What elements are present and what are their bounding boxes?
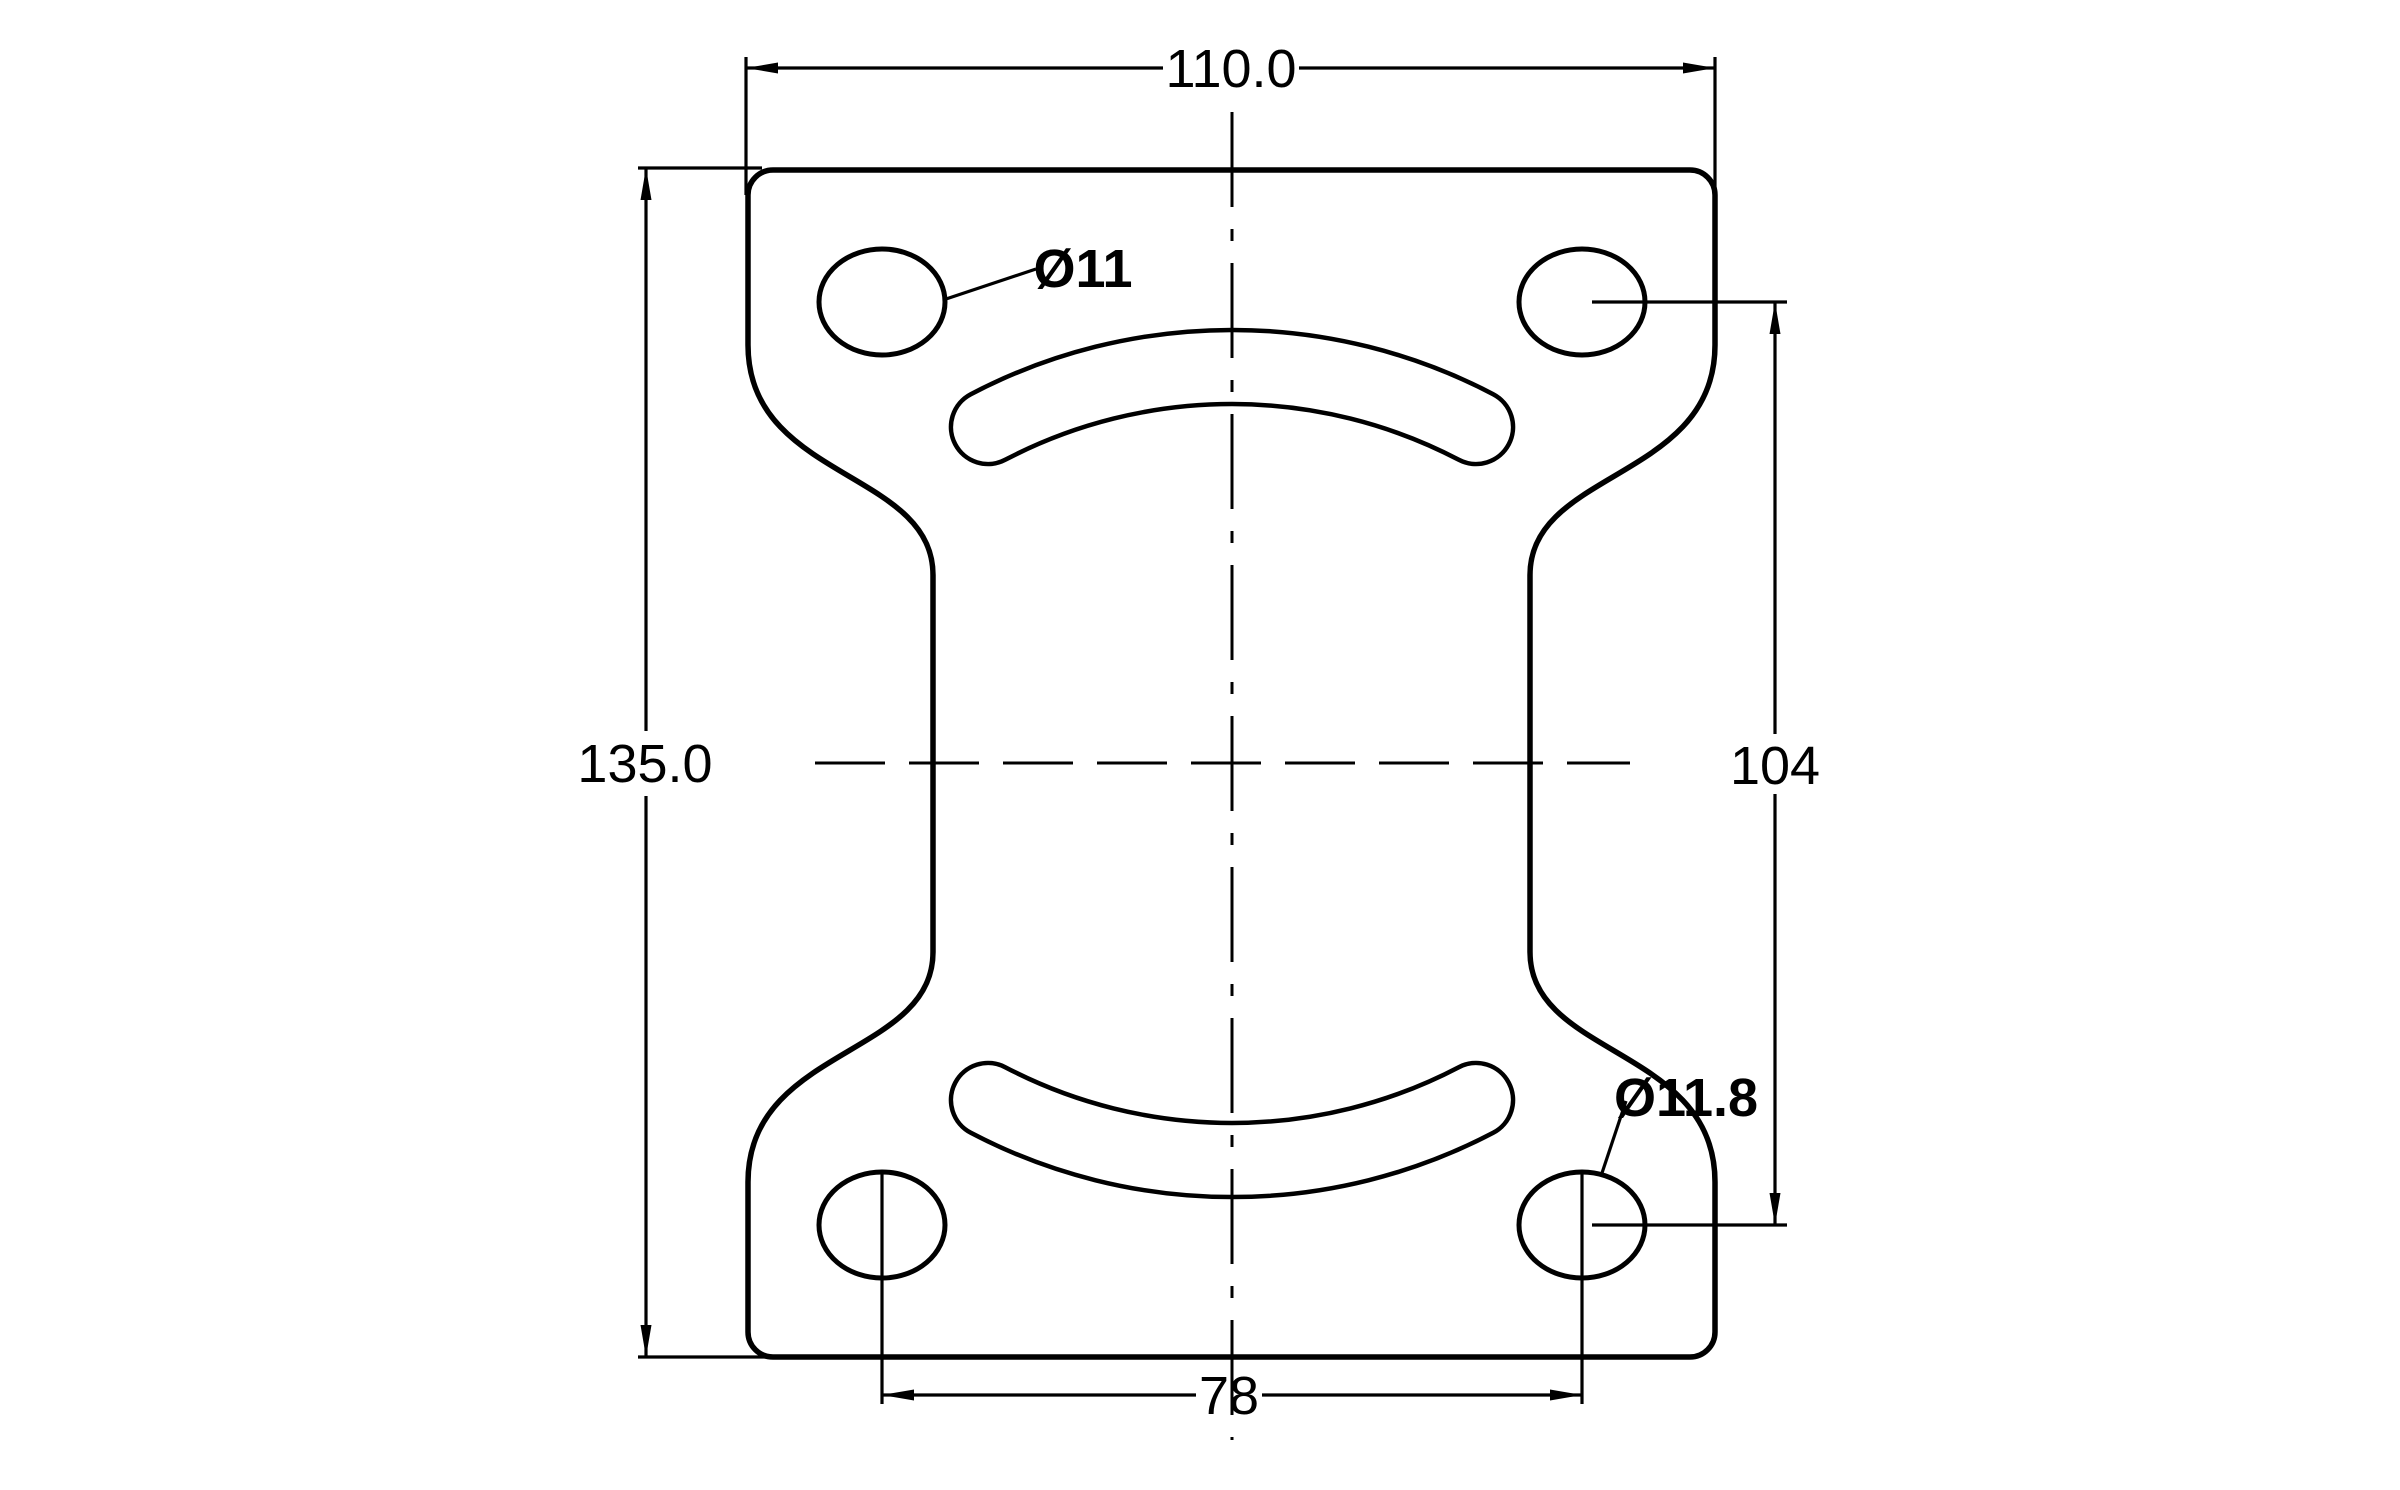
dimension-left-height: 135.0 bbox=[577, 166, 778, 1359]
dim-label-hole-spacing-vertical: 104 bbox=[1730, 736, 1820, 796]
arrowhead-right bbox=[1550, 1389, 1582, 1401]
dim-label-plate-width: 110.0 bbox=[1165, 39, 1296, 99]
hole-top-left bbox=[816, 246, 948, 358]
dimension-hole-spacing-horizontal: 78 bbox=[880, 1172, 1584, 1426]
arrowhead-top bbox=[1769, 302, 1781, 334]
plate-outline bbox=[745, 167, 1718, 1360]
arrowhead-right bbox=[1683, 62, 1715, 74]
arrowhead-left bbox=[746, 62, 778, 74]
callout-label-top-hole-diameter: Ø11 bbox=[1033, 239, 1132, 299]
arrowhead-bottom bbox=[1769, 1193, 1781, 1225]
leader-line bbox=[945, 267, 1037, 301]
slot-bottom bbox=[948, 1060, 1516, 1200]
arrowhead-bottom bbox=[640, 1325, 652, 1357]
callout-top-hole: Ø11 bbox=[945, 239, 1133, 301]
dim-label-hole-spacing-horizontal: 78 bbox=[1199, 1366, 1259, 1426]
dimension-hole-spacing-vertical: 104 bbox=[1592, 300, 1820, 1227]
arrowhead-left bbox=[882, 1389, 914, 1401]
slot-top bbox=[948, 327, 1516, 467]
callout-label-bottom-hole-diameter: Ø11.8 bbox=[1614, 1068, 1758, 1128]
dim-label-plate-height: 135.0 bbox=[577, 734, 712, 794]
callout-bottom-hole: Ø11.8 bbox=[1599, 1068, 1758, 1177]
dimension-top-width: 110.0 bbox=[744, 39, 1717, 195]
curved-slots bbox=[948, 327, 1516, 1200]
leader-line bbox=[1599, 1100, 1628, 1177]
arrowhead-top bbox=[640, 168, 652, 200]
centerlines bbox=[815, 112, 1630, 1440]
